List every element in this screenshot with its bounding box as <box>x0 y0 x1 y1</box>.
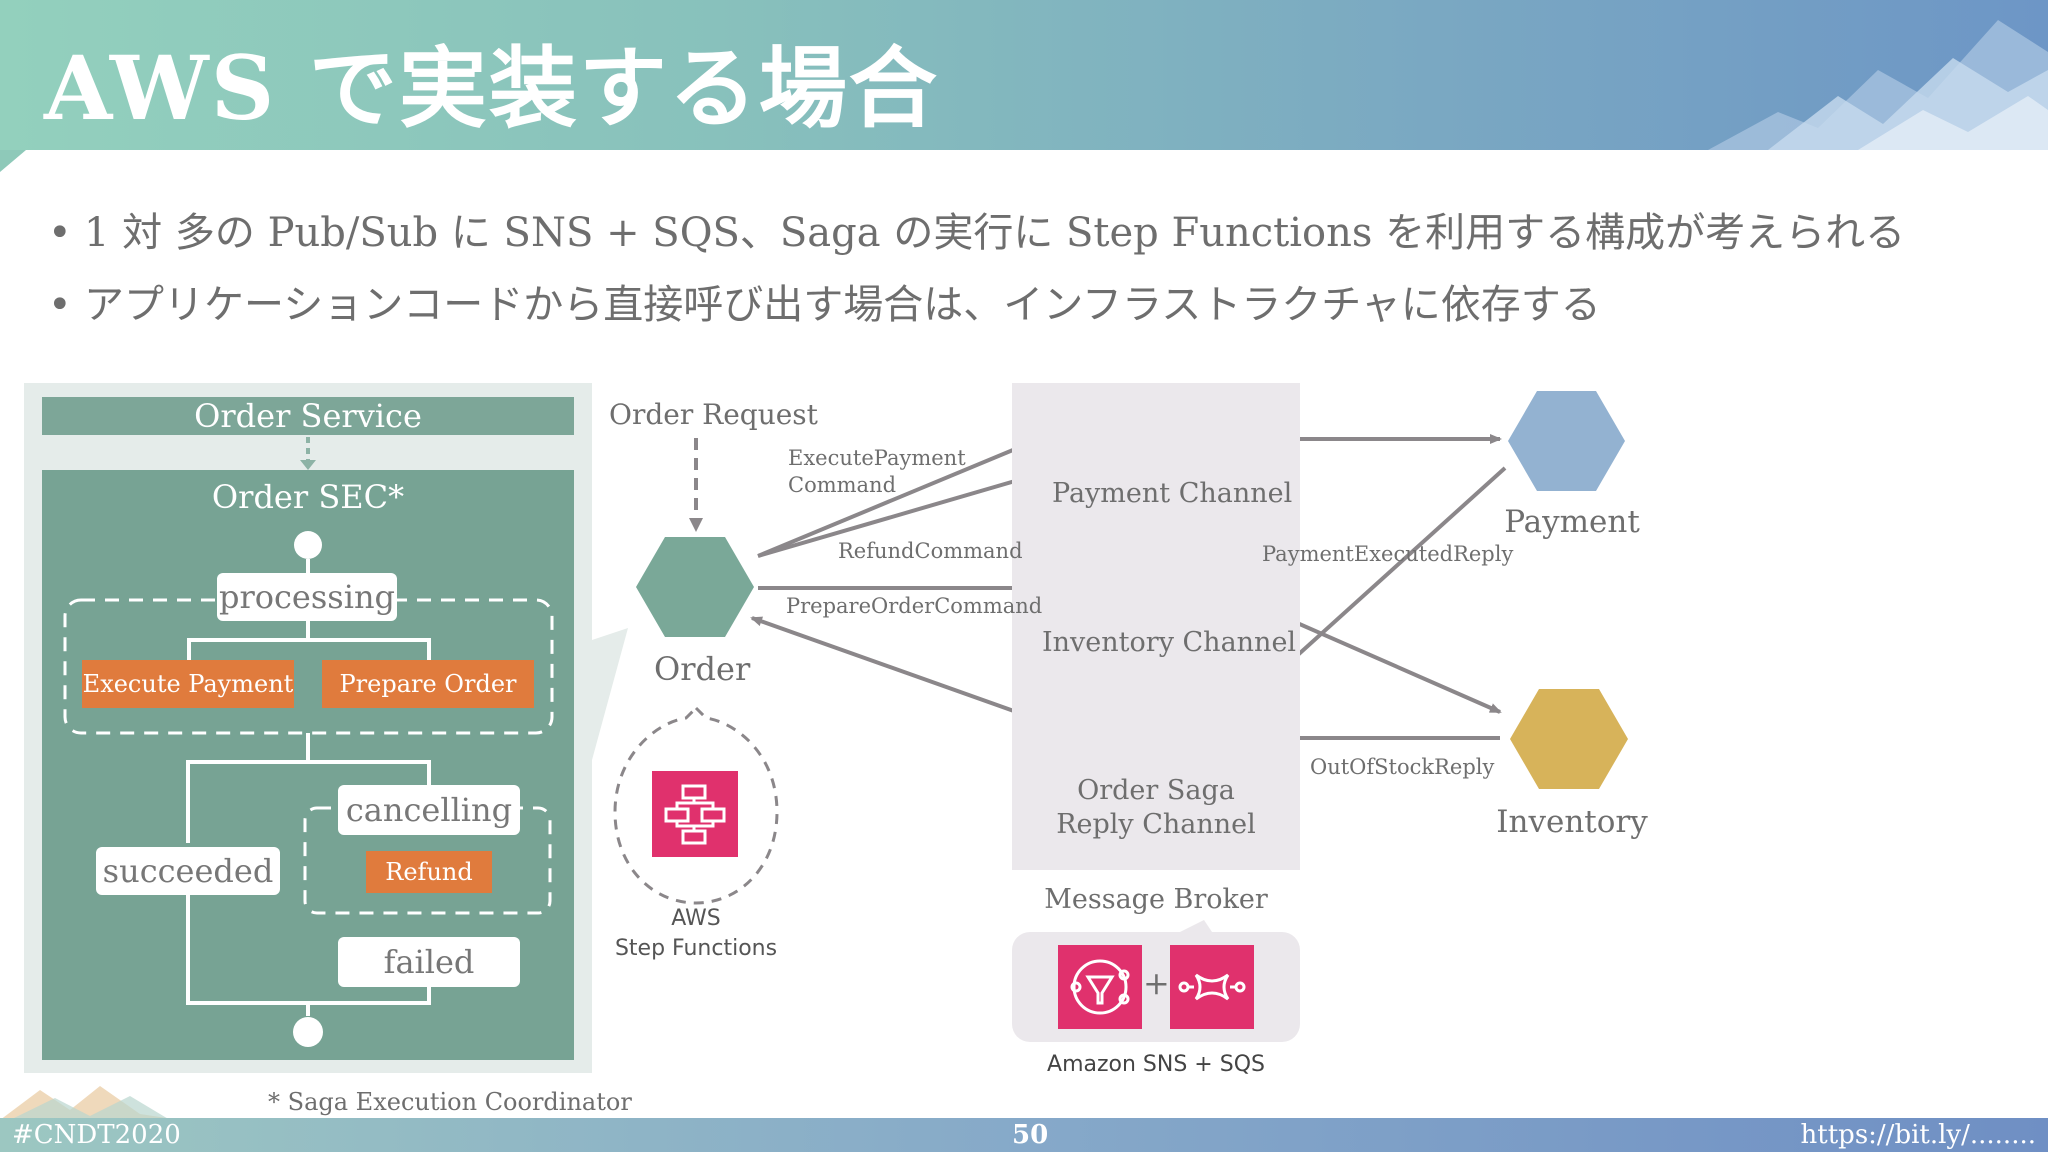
message-broker-label: Message Broker <box>1044 884 1268 915</box>
sns-sqs-label: Amazon SNS + SQS <box>1047 1052 1265 1077</box>
step-functions-label: Step Functions <box>614 936 778 961</box>
order-service-label: Order Service <box>42 397 574 435</box>
order-label: Order <box>654 650 751 688</box>
message-broker-box <box>1012 383 1300 870</box>
processing-split-lines <box>187 620 431 660</box>
header-notch <box>0 150 26 172</box>
bullet-item-1: • 1 対 多の Pub/Sub に SNS + SQS、Saga の実行に St… <box>48 200 1905 258</box>
step-functions-icon <box>652 771 738 857</box>
state-failed: failed <box>338 937 520 987</box>
action-prepare-order: Prepare Order <box>322 660 534 708</box>
order-hexagon <box>636 537 754 637</box>
state-processing: processing <box>217 573 397 621</box>
slide-footer: #CNDT2020 50 https://bit.ly/........ <box>0 1118 2048 1152</box>
bullet-dot: • <box>48 210 72 256</box>
footer-page-number: 50 <box>1012 1120 1049 1150</box>
start-node <box>294 531 322 559</box>
reply-channel-label-line1: Order Saga <box>1077 775 1235 806</box>
order-request-label: Order Request <box>609 398 818 431</box>
bullet-text-1: 1 対 多の Pub/Sub に SNS + SQS、Saga の実行に Ste… <box>84 210 1906 256</box>
footer-hashtag: #CNDT2020 <box>12 1120 181 1150</box>
footer-url[interactable]: https://bit.ly/........ <box>1800 1120 2036 1150</box>
bullet-dot: • <box>48 282 72 328</box>
prepare-order-command-label: PrepareOrderCommand <box>786 594 1043 618</box>
out-of-stock-reply-label: OutOfStockReply <box>1310 755 1495 779</box>
action-refund: Refund <box>366 851 492 893</box>
inventory-service-label: Inventory <box>1496 804 1648 840</box>
sqs-icon <box>1170 945 1254 1029</box>
payment-hexagon <box>1508 391 1625 491</box>
refund-command-label: RefundCommand <box>838 539 1023 563</box>
order-sec-title: Order SEC* <box>211 478 405 516</box>
inventory-hexagon <box>1510 689 1628 789</box>
state-cancelling: cancelling <box>338 785 520 835</box>
service-to-sec-arrowhead <box>300 460 316 470</box>
step-functions-bubble <box>613 705 779 905</box>
broker-pointer <box>1180 920 1212 932</box>
slide-header: AWS で実装する場合 <box>0 0 2048 150</box>
inventory-channel-label: Inventory Channel <box>1042 627 1297 658</box>
aws-label: AWS <box>671 906 721 931</box>
plus-sign: + <box>1143 964 1170 1002</box>
payment-service-label: Payment <box>1504 504 1640 540</box>
execute-payment-command-line2: Command <box>788 473 897 497</box>
reply-channel-label-line2: Reply Channel <box>1056 809 1256 840</box>
state-succeeded: succeeded <box>96 847 280 895</box>
mountains-decoration <box>1708 20 2048 150</box>
payment-executed-reply-label: PaymentExecutedReply <box>1262 542 1514 566</box>
sec-footnote: * Saga Execution Coordinator <box>268 1088 632 1116</box>
branch-lines <box>186 760 431 843</box>
action-execute-payment: Execute Payment <box>82 660 294 708</box>
sns-icon <box>1058 945 1142 1029</box>
bullet-item-2: • アプリケーションコードから直接呼び出す場合は、インフラストラクチャに依存する <box>48 272 1601 330</box>
slide-title: AWS で実装する場合 <box>44 36 939 140</box>
callout-pointer <box>592 628 628 760</box>
footer-mountains-decoration <box>0 1086 180 1120</box>
execute-payment-command-line1: ExecutePayment <box>788 446 966 470</box>
order-request-arrowhead <box>689 518 703 532</box>
end-node <box>293 1017 323 1047</box>
bullet-text-2: アプリケーションコードから直接呼び出す場合は、インフラストラクチャに依存する <box>84 282 1601 328</box>
payment-channel-label: Payment Channel <box>1052 478 1293 509</box>
merge-lines <box>186 893 431 1016</box>
